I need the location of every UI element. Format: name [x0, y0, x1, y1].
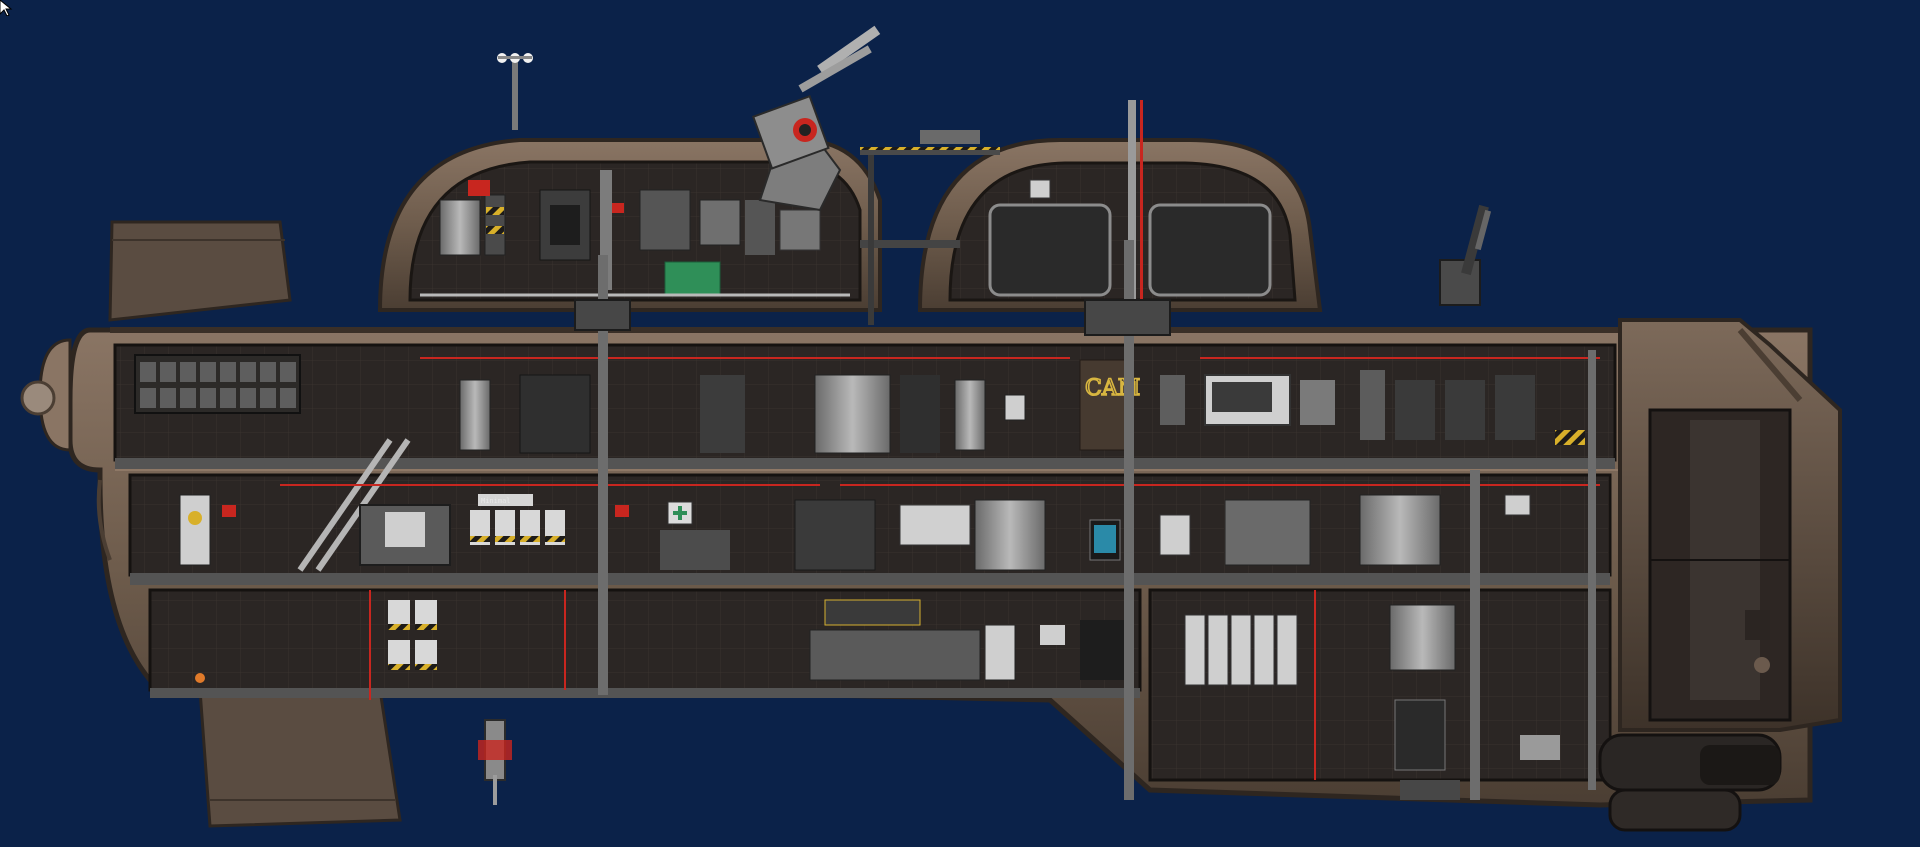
arrow-cursor-icon	[0, 0, 13, 16]
upper-deck-rooms: CAM	[134, 354, 1600, 454]
lower-deck-rooms	[195, 590, 1560, 780]
coilgun-turret-icon	[1439, 204, 1492, 306]
tail-fin-bottom	[198, 688, 402, 828]
ladder-shafts	[574, 240, 1596, 800]
top-walkway	[860, 130, 1000, 325]
hull-nose	[20, 338, 112, 561]
ballast-tank-right	[1148, 203, 1272, 297]
upper-dome-right	[917, 100, 1323, 360]
ballast-tank-left	[988, 203, 1112, 297]
main-hull	[67, 327, 1813, 808]
upper-dome-left	[377, 138, 882, 312]
railgun-turret-icon	[751, 25, 881, 212]
alarm-panel	[612, 203, 624, 213]
antenna-light-icon	[497, 53, 533, 130]
bottom-docking-hatch	[478, 719, 512, 805]
engine-block	[1618, 318, 1842, 732]
propulsion-pod	[1598, 733, 1782, 832]
tail-fin-top	[108, 220, 292, 322]
middle-deck-rooms: Minimal	[179, 438, 1600, 572]
room-tag: Minimal	[481, 497, 511, 505]
